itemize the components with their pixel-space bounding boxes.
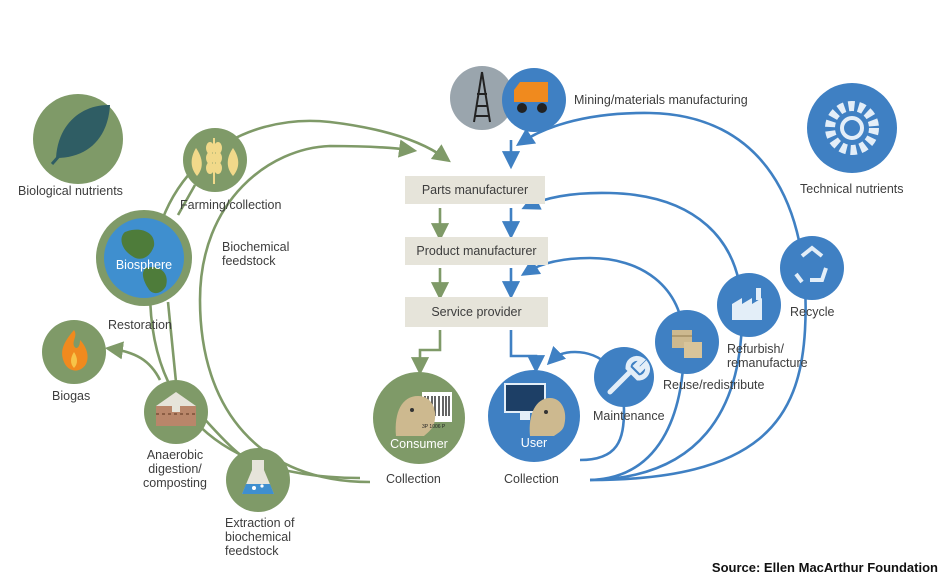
consumer-label: Consumer (390, 437, 448, 451)
reuse-label: Reuse/redistribute (663, 378, 765, 392)
reuse-arc (520, 256, 686, 482)
service-to-consumer (410, 330, 442, 376)
user-label: User (520, 436, 548, 450)
anaerobic-digestion-icon (144, 380, 208, 444)
refurbish-label: Refurbish/ remanufacture (727, 342, 808, 370)
biochemical-feedstock-label: Biochemical feedstock (222, 240, 290, 268)
farming-icon (183, 128, 247, 192)
anaerobic-to-biogas (104, 341, 162, 381)
technical-nutrients-gear-icon (807, 83, 897, 173)
recycle-label: Recycle (790, 305, 835, 319)
consumer-icon (373, 372, 465, 464)
service-to-user (509, 330, 546, 374)
product-manufacturer-label: Product manufacturer (416, 244, 537, 258)
user-icon (488, 370, 580, 462)
barcode-text: 3P 1006 P (422, 424, 446, 430)
extraction-flask-icon (226, 448, 290, 512)
product-manufacturer-box: Product manufacturer (405, 237, 548, 265)
maintenance-wrench-icon (594, 347, 654, 407)
farming-to-biosphere (176, 184, 197, 216)
refurbish-factory-icon (717, 273, 781, 337)
oil-rig-icon (450, 66, 514, 130)
reuse-boxes-icon (655, 310, 719, 374)
service-provider-label: Service provider (431, 305, 522, 319)
farming-label: Farming/collection (180, 198, 282, 212)
restoration-label: Restoration (108, 318, 172, 332)
biological-nutrients-label: Biological nutrients (18, 184, 123, 198)
service-provider-box: Service provider (405, 297, 548, 327)
anaerobic-label: Anaerobic digestion/ composting (143, 448, 207, 490)
biosphere-globe (96, 210, 192, 306)
anaerobic-to-biosphere (166, 301, 178, 383)
recycle-icon (780, 236, 844, 300)
biogas-flame-icon (42, 320, 106, 384)
mining-label: Mining/materials manufacturing (574, 93, 748, 107)
biological-nutrients-icon (33, 94, 123, 184)
collection-left-label: Collection (386, 472, 441, 486)
parts-manufacturer-label: Parts manufacturer (421, 183, 529, 197)
parts-manufacturer-box: Parts manufacturer (405, 176, 545, 204)
extraction-label: Extraction of biochemical feedstock (225, 516, 295, 558)
recycle-arc (515, 111, 807, 482)
source-credit: Source: Ellen MacArthur Foundation (711, 560, 938, 575)
technical-nutrients-label: Technical nutrients (800, 182, 904, 196)
biosphere-label: Biosphere (115, 258, 173, 272)
mining-truck-icon (502, 68, 566, 132)
collection-right-label: Collection (504, 472, 559, 486)
maintenance-label: Maintenance (593, 409, 665, 423)
refurbish-arc (521, 191, 744, 482)
outer-biological-arc (148, 119, 451, 480)
biogas-label: Biogas (52, 389, 91, 403)
